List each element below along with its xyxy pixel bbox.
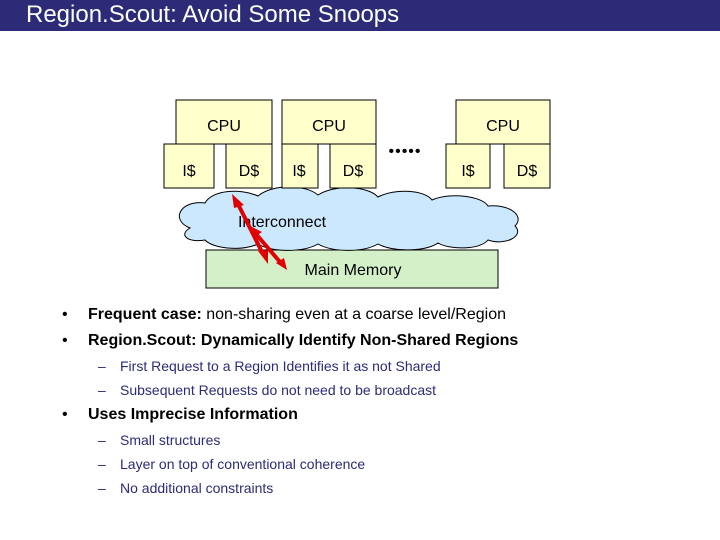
arrow-head-down-icon [258,250,268,264]
icache-box [281,143,319,189]
cpu-label: CPU [312,118,346,135]
cpu-node-1: CPU I$ D$ [163,99,273,189]
bullet-text: non-sharing even at a coarse level/Regio… [201,306,506,323]
title-bar: Region.Scout: Avoid Some Snoops [0,0,720,31]
cpu-node-3: CPU I$ D$ [445,99,551,189]
dcache-box [503,143,551,189]
dcache-label: D$ [343,163,364,180]
cpu-node-2: CPU I$ D$ [281,99,377,189]
sub-bullet-text: No additional constraints [120,480,274,496]
arrow-head-up-icon [250,226,262,238]
icache-label: I$ [461,163,474,180]
ellipsis-dots: ••••• [388,143,421,160]
sub-bullet-text: Layer on top of conventional coherence [120,456,366,472]
cpu-box [281,99,377,145]
icache-label: I$ [182,163,195,180]
sub-bullet-text: First Request to a Region Identifies it … [120,358,441,374]
arrow-head-up-icon [232,194,244,208]
bullet-bold-text: Frequent case: [88,306,202,323]
icache-label: I$ [292,163,305,180]
cpu-label: CPU [486,118,520,135]
icache-box [445,143,491,189]
sub-bullet-text: Subsequent Requests do not need to be br… [120,382,437,398]
arrow-line-2 [254,232,282,264]
dcache-box [329,143,377,189]
dcache-label: D$ [517,163,538,180]
dcache-label: D$ [239,163,260,180]
slide-title: Region.Scout: Avoid Some Snoops [26,1,400,28]
cpu-label: CPU [207,118,241,135]
interconnect-cloud: Interconnect [178,186,519,251]
arrow-line-1 [237,205,264,253]
cpu-box [455,99,551,145]
dcache-box [225,143,273,189]
sub-bullet-text: Small structures [120,432,221,448]
interconnect-label: Interconnect [238,214,327,231]
interconnect-shape [178,186,519,251]
icache-box [163,143,215,189]
arrow-head-down-icon [276,258,287,270]
request-arrows [232,194,287,270]
bullet-bold-text: Region.Scout: Dynamically Identify Non-S… [88,332,519,349]
main-memory-box [205,249,499,289]
main-memory: Main Memory [205,249,499,289]
main-memory-label: Main Memory [305,262,402,279]
bullet-bold-text: Uses Imprecise Information [88,406,298,423]
cpu-box [175,99,273,145]
